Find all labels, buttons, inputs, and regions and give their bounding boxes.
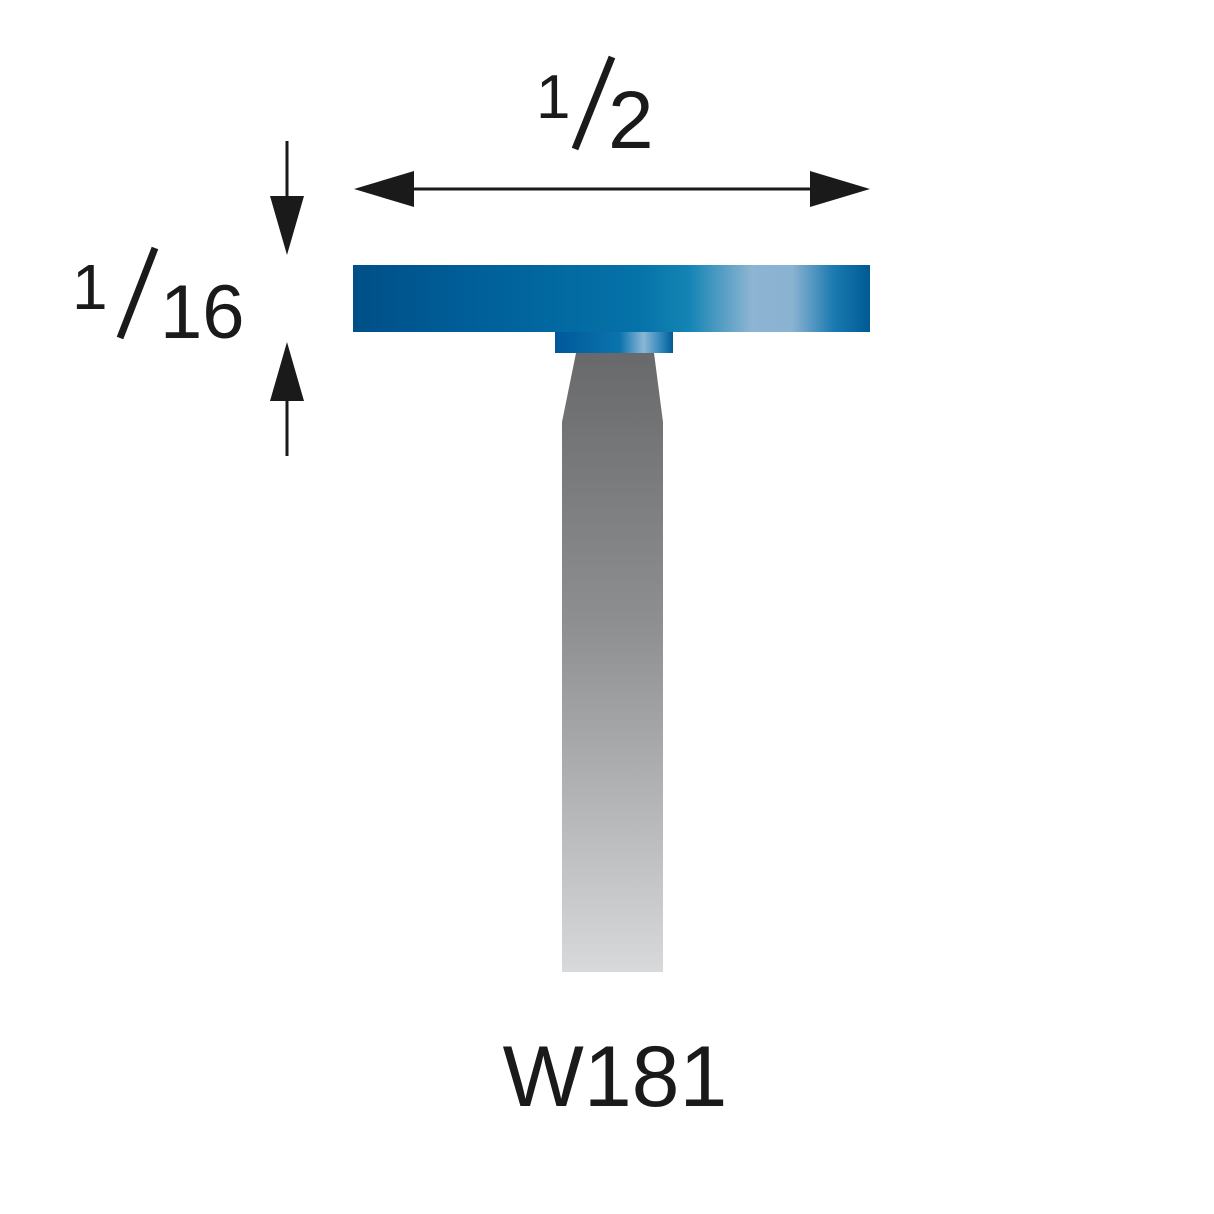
thickness-denominator: 16 xyxy=(160,270,245,355)
width-dimension-arrow xyxy=(354,171,870,207)
abrasive-wheel-disk xyxy=(353,265,870,332)
fraction-slash-icon xyxy=(571,55,616,151)
arrowhead-left-icon xyxy=(354,171,414,207)
thickness-dimension-label: 1 16 xyxy=(72,246,245,355)
thickness-dimension-arrows xyxy=(270,141,304,456)
fraction-slash-icon xyxy=(116,246,159,340)
wheel-hub xyxy=(555,332,673,353)
mandrel-shank xyxy=(562,353,663,972)
arrowhead-up-icon xyxy=(270,342,304,401)
arrowhead-right-icon xyxy=(810,171,870,207)
width-denominator: 2 xyxy=(608,75,654,166)
width-numerator: 1 xyxy=(536,63,570,132)
arrowhead-down-icon xyxy=(270,196,304,255)
part-number-label: W181 xyxy=(503,1029,728,1125)
width-dimension-label: 1 2 xyxy=(536,55,654,166)
thickness-numerator: 1 xyxy=(72,251,108,323)
